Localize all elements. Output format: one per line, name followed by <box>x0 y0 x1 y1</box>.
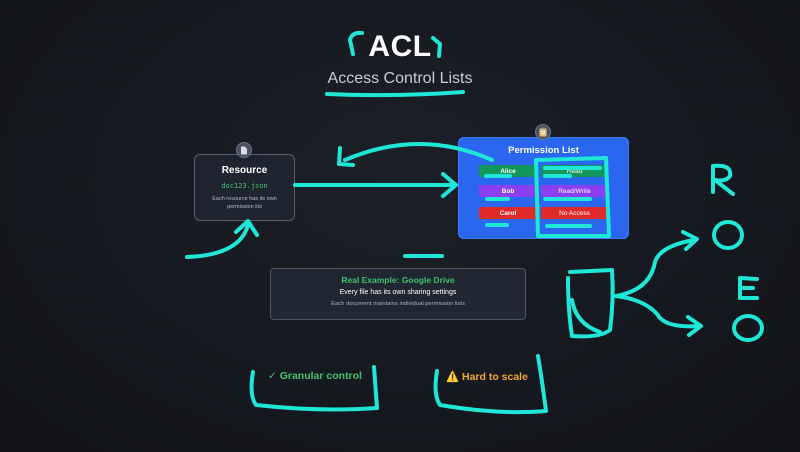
example-line: Every file has its own sharing settings <box>339 289 457 296</box>
permission-access: No Access <box>541 207 608 219</box>
resource-card: Resource doc123.json Each resource has i… <box>194 154 295 221</box>
letter-e <box>738 276 759 300</box>
arrow-perm-to-resource <box>343 142 494 162</box>
cup-fill <box>570 298 602 334</box>
permission-user: Carol <box>479 207 537 219</box>
pros-bracket <box>249 365 379 412</box>
title-right-bracket <box>431 36 442 58</box>
resource-title: Resource <box>221 165 268 176</box>
branch-down <box>614 294 700 329</box>
example-title: Real Example: Google Drive <box>341 275 455 285</box>
arrowhead-left <box>337 146 355 167</box>
con-label: ⚠️ Hard to scale <box>446 371 528 383</box>
cons-bracket <box>433 354 548 415</box>
permission-row: Bob Read/Write <box>479 185 608 197</box>
permission-user: Bob <box>479 185 537 197</box>
permission-access: Read/Write <box>541 185 608 197</box>
document-icon <box>236 142 252 158</box>
arrow-to-resource <box>185 223 250 259</box>
page-subtitle: Access Control Lists <box>327 70 473 87</box>
clipboard-icon <box>535 124 551 140</box>
example-card: Real Example: Google Drive Every file ha… <box>270 268 526 320</box>
cup-sketch <box>566 268 615 339</box>
title-left-bracket <box>348 30 364 56</box>
subtitle-underline <box>325 90 465 98</box>
example-sub: Each document maintains individual permi… <box>331 301 465 307</box>
access-column-highlight <box>534 156 611 238</box>
letter-o-bottom <box>732 314 764 342</box>
letter-o-top <box>712 220 744 250</box>
branch-up <box>614 238 696 298</box>
arrowhead-right <box>441 172 458 198</box>
permission-row: Carol No Access <box>479 207 608 219</box>
resource-filename: doc123.json <box>221 182 268 190</box>
pro-label: ✓ Granular control <box>268 370 362 382</box>
letter-r <box>711 163 735 196</box>
permission-list-title: Permission List <box>508 145 579 156</box>
page-title: ACL <box>368 30 432 63</box>
resource-description: Each resource has its own permission lis… <box>212 196 277 210</box>
branch-up-head <box>681 230 699 251</box>
arrowhead-up <box>234 219 259 237</box>
branch-down-head <box>686 315 703 337</box>
